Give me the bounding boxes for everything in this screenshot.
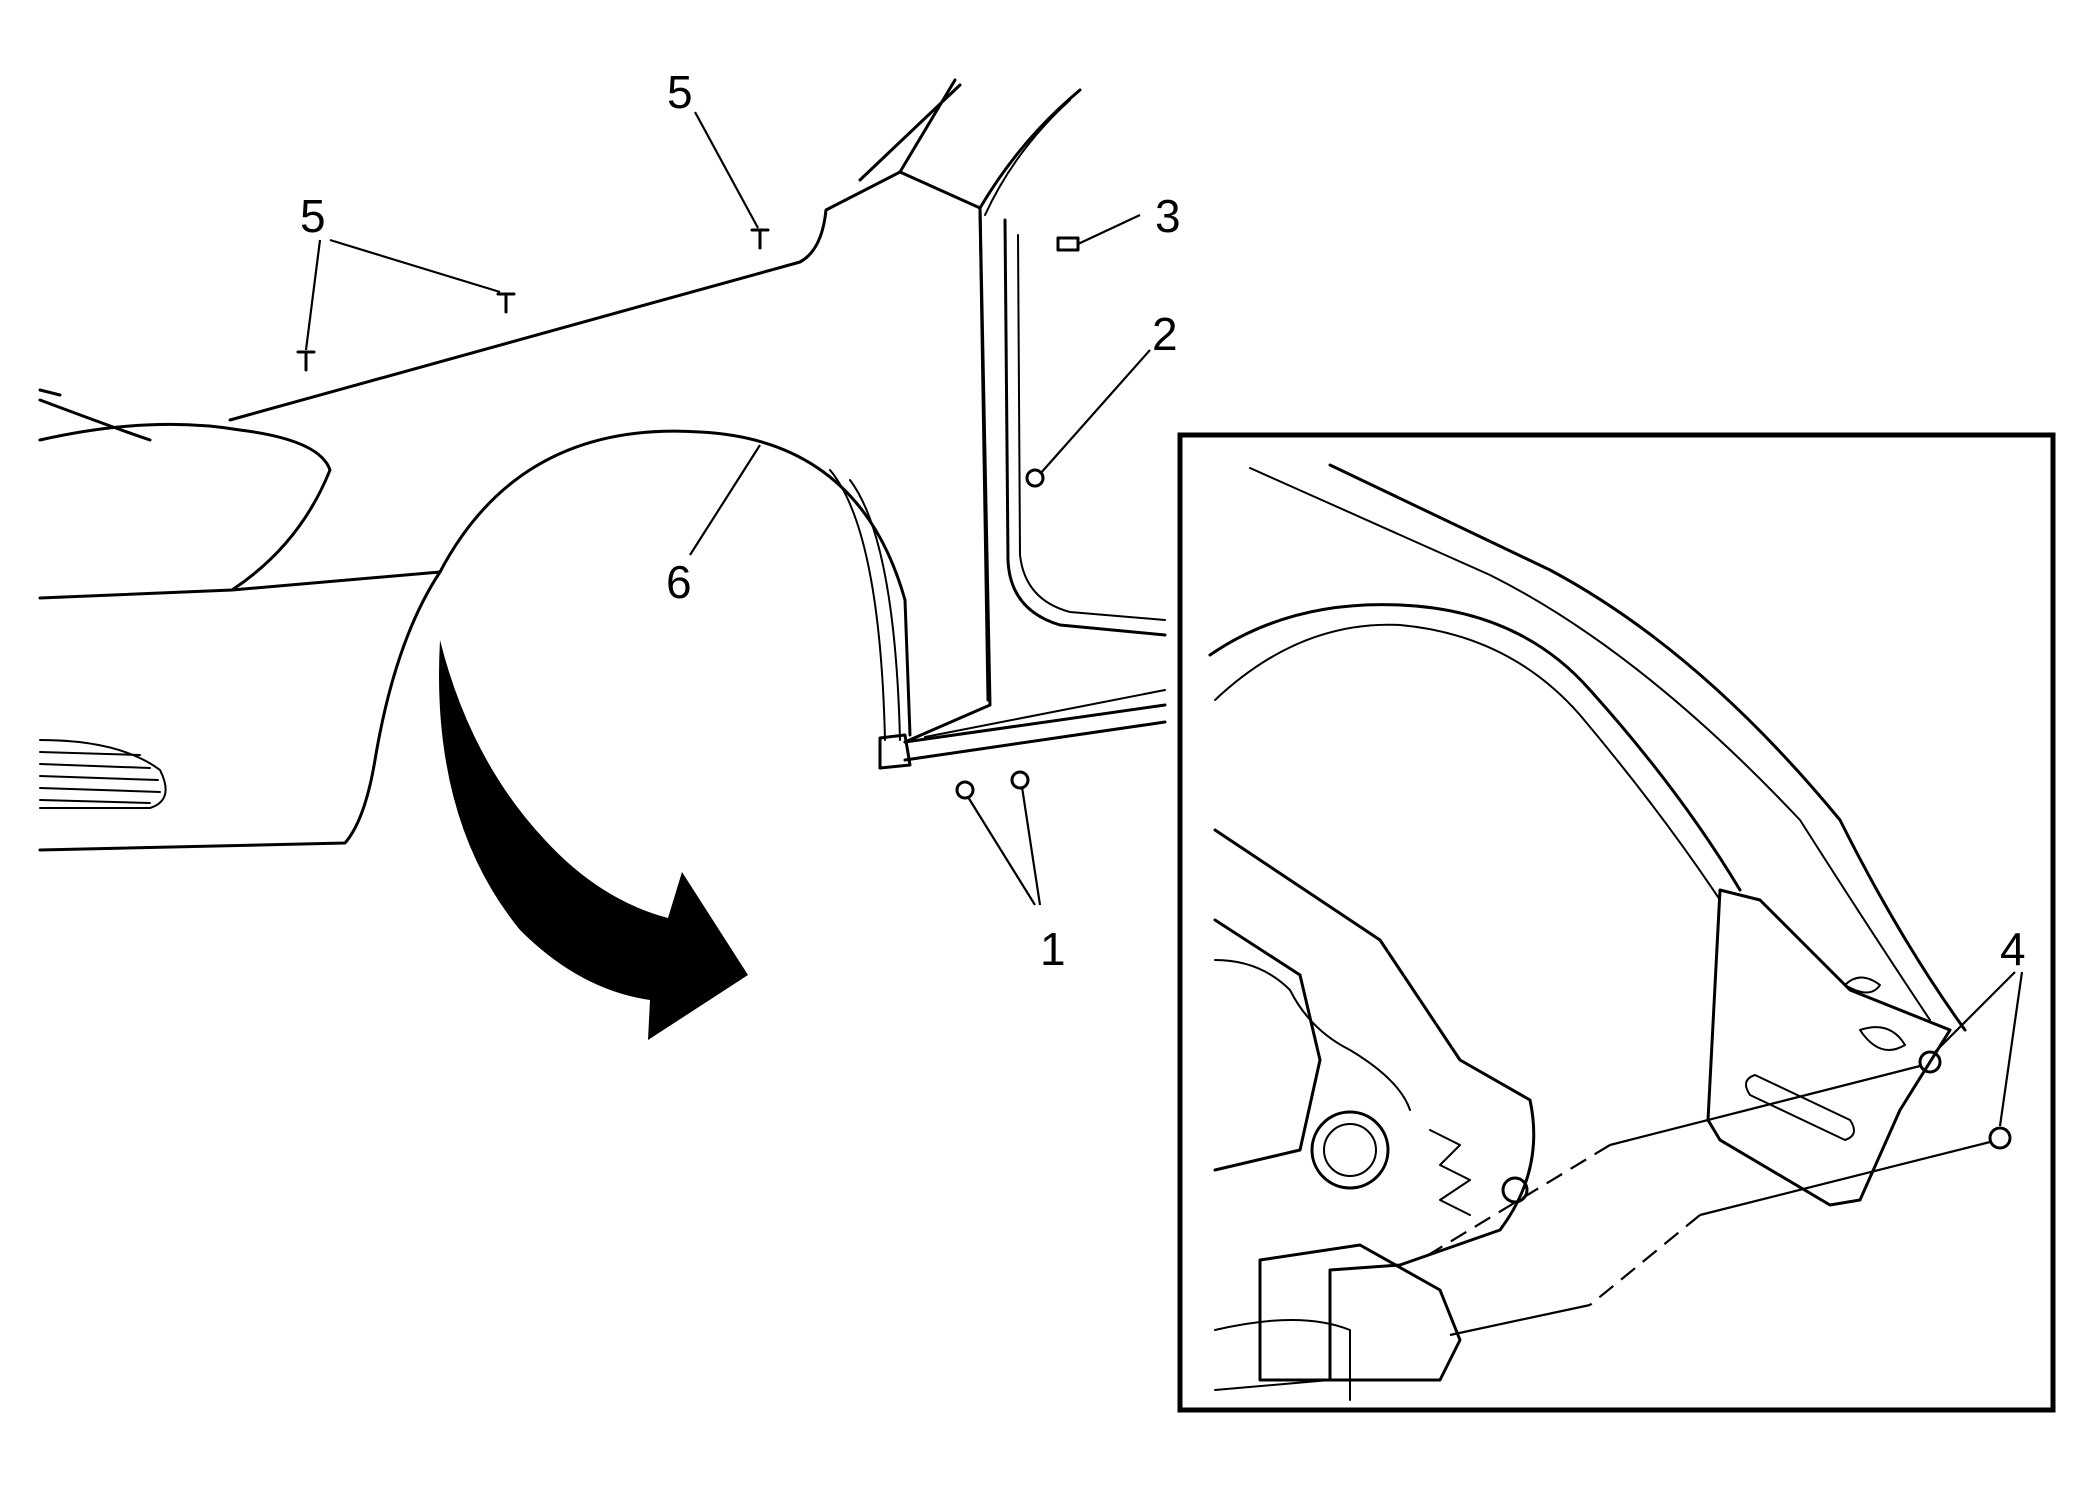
inset-mount-hole-inner — [1323, 1123, 1377, 1177]
inset-bolt-path-b — [1699, 1140, 1991, 1217]
callout-4: 4 — [2000, 923, 2026, 975]
leader-1a — [967, 796, 1036, 906]
door-opening-inner — [1017, 234, 1166, 621]
lower-bracket — [878, 733, 912, 770]
a-pillar — [858, 78, 1082, 210]
leader-5c — [694, 111, 759, 229]
bolt-2 — [1025, 468, 1045, 488]
fog-lamp-grille — [39, 739, 167, 809]
inset-mount-hole — [1310, 1110, 1390, 1190]
inset-frame — [1177, 432, 2056, 1413]
inset-body-structure — [1213, 828, 1536, 1382]
bolt-5a — [296, 350, 316, 372]
bolt-5b — [496, 292, 516, 314]
callout-3: 3 — [1155, 190, 1181, 242]
leader-3 — [1077, 214, 1141, 245]
bolt-1a — [955, 780, 975, 800]
leader-4a — [1934, 971, 2016, 1053]
inset-lower-bracket — [1258, 1243, 1462, 1382]
a-pillar-inner — [984, 99, 1071, 216]
inset-bolt-path-a-dash — [1419, 1144, 1611, 1261]
inset-spring-shape — [1429, 1129, 1471, 1216]
inset-strut-tower — [1214, 959, 1411, 1111]
bumper-line — [38, 570, 442, 852]
leader-2 — [1039, 349, 1151, 475]
inset-bracket-detail — [1844, 976, 1906, 1051]
inset-wheel-arch-inner — [1214, 623, 1721, 901]
inset-bolt-path-b-end — [1449, 1303, 1591, 1337]
callout-6: 6 — [666, 556, 692, 608]
inset-bolt-4a — [1918, 1050, 1942, 1074]
rocker-panel — [903, 703, 1167, 762]
hood-edge — [38, 388, 152, 442]
bolt-1b — [1010, 770, 1030, 790]
callout-1: 1 — [1040, 923, 1066, 975]
fender-main-view: 1 2 3 5 5 6 — [38, 66, 1181, 975]
inset-bolt-4b — [1988, 1126, 2012, 1150]
leader-1b — [1020, 786, 1042, 906]
rocker-panel-detail — [924, 689, 1166, 738]
inset-fender-bracket — [1706, 888, 1952, 1207]
headlamp-outline — [38, 422, 332, 592]
bolt-3 — [1056, 236, 1080, 252]
inset-fender-edge-2 — [1249, 467, 1931, 1021]
callout-5a: 5 — [300, 190, 326, 242]
rotation-arrow-icon — [439, 640, 748, 1040]
fender-rear-edge — [903, 206, 992, 744]
inset-bracket-slot — [1745, 1074, 1855, 1141]
leader-5b — [329, 238, 501, 294]
callout-2: 2 — [1152, 308, 1178, 360]
door-opening — [978, 206, 1167, 702]
bolt-5c — [750, 228, 770, 250]
leader-4b — [1998, 971, 2024, 1127]
detail-inset: 4 — [1177, 432, 2056, 1413]
inset-fender-edge — [1328, 463, 1967, 1032]
inset-floor — [1214, 1319, 1351, 1401]
fender-top-edge — [228, 170, 982, 422]
inset-fastener-a — [1501, 1176, 1529, 1204]
callout-5b: 5 — [667, 66, 693, 118]
inset-bolt-path-a — [1609, 1064, 1921, 1147]
wheel-arch-liner — [829, 469, 901, 741]
inset-bolt-path-b-dash — [1589, 1214, 1701, 1306]
leader-5a — [304, 239, 322, 351]
inset-wheel-arch — [1208, 603, 1742, 892]
leader-6 — [689, 444, 761, 556]
